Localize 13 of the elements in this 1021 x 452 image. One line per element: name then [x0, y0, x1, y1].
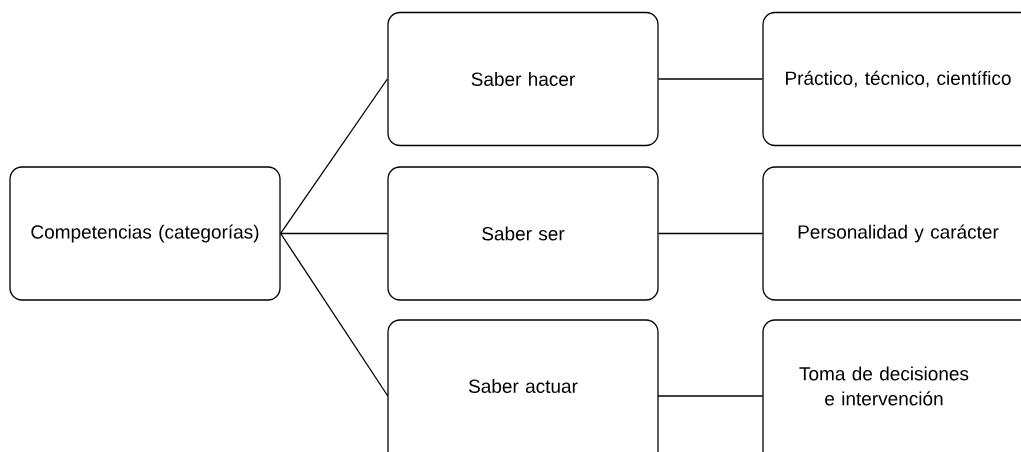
connector-line — [280, 232, 389, 397]
process-box: Práctico, técnico, científico — [762, 11, 1021, 147]
process-box: Saber ser — [387, 166, 659, 301]
process-box: Personalidad y carácter — [762, 166, 1021, 301]
process-box: Competencias (categorías) — [9, 166, 281, 301]
connector-line — [658, 232, 763, 235]
connector-line — [280, 232, 388, 235]
connector-line — [658, 78, 763, 80]
connector-line — [280, 78, 388, 235]
connector-line — [657, 395, 764, 397]
process-box: Toma de decisiones e intervención — [762, 319, 1021, 452]
process-box: Saber actuar — [387, 319, 659, 452]
process-box: Saber hacer — [387, 11, 659, 147]
